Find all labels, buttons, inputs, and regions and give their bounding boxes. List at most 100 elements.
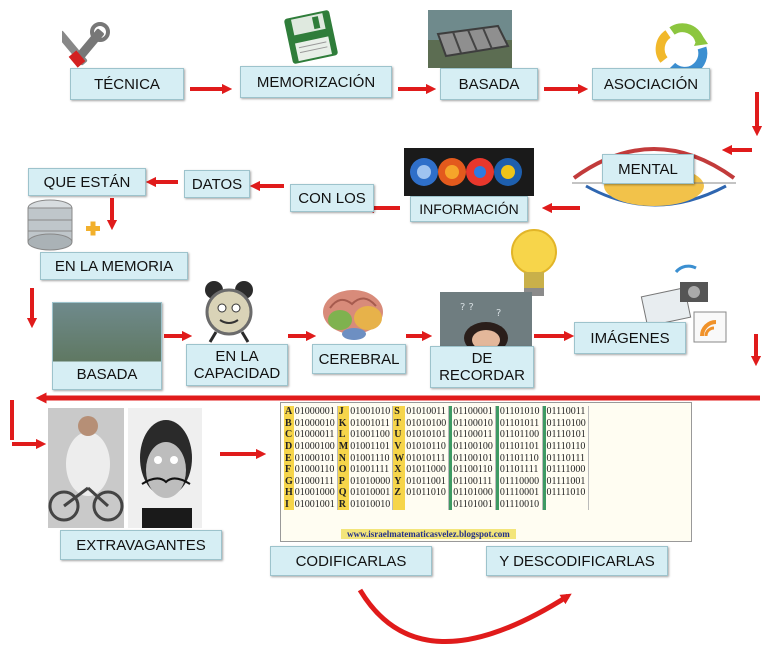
- binary-letter: [542, 487, 546, 499]
- svg-text:?: ?: [496, 308, 501, 319]
- binary-code: 01010000: [349, 475, 394, 488]
- binary-letter: G: [284, 475, 294, 488]
- alarm-clock-image: [205, 281, 253, 343]
- binary-letter: M: [337, 440, 350, 453]
- binary-letter: F: [284, 463, 294, 476]
- binary-code: 01011010: [405, 487, 450, 499]
- binary-letter: [448, 487, 453, 499]
- binary-letter: [495, 429, 499, 441]
- binary-code: 01010001: [349, 487, 394, 499]
- binary-letter: [542, 440, 546, 453]
- binary-letter: [448, 475, 453, 488]
- browser-logos-image: [404, 148, 534, 196]
- binary-letter: [448, 417, 453, 430]
- binary-letter: V: [392, 440, 406, 453]
- cyclist-image: [48, 408, 124, 528]
- node-imagenes: IMÁGENES: [574, 322, 686, 354]
- binary-code: 01100001: [452, 406, 496, 418]
- binary-code: 01110000: [498, 475, 543, 488]
- node-en-la-capacidad: EN LA CAPACIDAD: [186, 344, 288, 386]
- binary-letter: H: [284, 487, 294, 499]
- binary-letter: C: [284, 429, 294, 441]
- node-con-los: CON LOS: [290, 184, 374, 212]
- binary-letter: S: [392, 406, 406, 418]
- bed-frame-image: [428, 10, 512, 68]
- binary-letter: A: [284, 406, 294, 418]
- binary-code: 01000111: [293, 475, 338, 488]
- binary-code: 01110001: [498, 487, 543, 499]
- blog-url: www.israelmatematicasvelez.blogspot.com: [341, 529, 516, 539]
- binary-code: 01001111: [349, 463, 394, 476]
- node-mental: MENTAL: [602, 154, 694, 184]
- binary-code: 01111010: [545, 487, 589, 499]
- binary-letter: I: [284, 498, 294, 511]
- binary-letter: [448, 452, 453, 464]
- binary-letter: [448, 406, 453, 418]
- binary-code: 01000011: [293, 429, 338, 441]
- binary-letter: [495, 406, 499, 418]
- binary-letter: T: [392, 417, 406, 430]
- node-extravagantes: EXTRAVAGANTES: [60, 530, 222, 560]
- binary-code: 01100110: [452, 463, 496, 476]
- binary-code: 01100100: [452, 440, 496, 453]
- binary-letter: [542, 498, 546, 511]
- binary-letter: Q: [337, 487, 350, 499]
- binary-code: 01100111: [452, 475, 496, 488]
- binary-code: 01001011: [349, 417, 394, 430]
- binary-code: 01101110: [498, 452, 543, 464]
- binary-letter: E: [284, 452, 294, 464]
- node-y-descodificarlas: Y DESCODIFICARLAS: [486, 546, 668, 576]
- binary-letter: [495, 417, 499, 430]
- binary-letter: Y: [392, 475, 406, 488]
- node-basada-1: BASADA: [440, 68, 538, 100]
- binary-code: 01100101: [452, 452, 496, 464]
- binary-code: 01110100: [545, 417, 589, 430]
- binary-code: 01000010: [293, 417, 338, 430]
- binary-code: 01100011: [452, 429, 496, 441]
- binary-letter: [495, 440, 499, 453]
- binary-code: 01001010: [349, 406, 394, 418]
- binary-code: 01110011: [545, 406, 589, 418]
- binary-code: 01101000: [452, 487, 496, 499]
- tools-icon: [62, 22, 110, 68]
- binary-letter: [495, 475, 499, 488]
- binary-code: 01101011: [498, 417, 543, 430]
- binary-letter: J: [337, 406, 350, 418]
- binary-code: 01101100: [498, 429, 543, 441]
- binary-letter: Z: [392, 487, 406, 499]
- binary-code: 01101111: [498, 463, 543, 476]
- binary-code: 01001101: [349, 440, 394, 453]
- node-cerebral: CEREBRAL: [312, 344, 406, 374]
- node-tecnica: TÉCNICA: [70, 68, 184, 100]
- binary-letter: [542, 417, 546, 430]
- binary-code: 01110111: [545, 452, 589, 464]
- binary-letter: [495, 463, 499, 476]
- binary-code: 01111001: [545, 475, 589, 488]
- binary-code: 01111000: [545, 463, 589, 476]
- binary-letter: B: [284, 417, 294, 430]
- binary-code: 01110110: [545, 440, 589, 453]
- binary-code: 01110010: [498, 498, 543, 511]
- binary-code: 01010101: [405, 429, 450, 441]
- devices-icon: [640, 264, 727, 343]
- binary-letter: D: [284, 440, 294, 453]
- binary-letter: [448, 463, 453, 476]
- binary-letter: U: [392, 429, 406, 441]
- binary-code: 01000100: [293, 440, 338, 453]
- binary-letter: O: [337, 463, 350, 476]
- thinking-woman-image: ? ? ?: [440, 292, 532, 348]
- binary-code: 01010110: [405, 440, 450, 453]
- binary-code: 01001001: [293, 498, 338, 511]
- binary-code: 01000001: [293, 406, 338, 418]
- node-datos: DATOS: [184, 170, 250, 198]
- binary-letter: [448, 429, 453, 441]
- binary-letter: [448, 498, 453, 511]
